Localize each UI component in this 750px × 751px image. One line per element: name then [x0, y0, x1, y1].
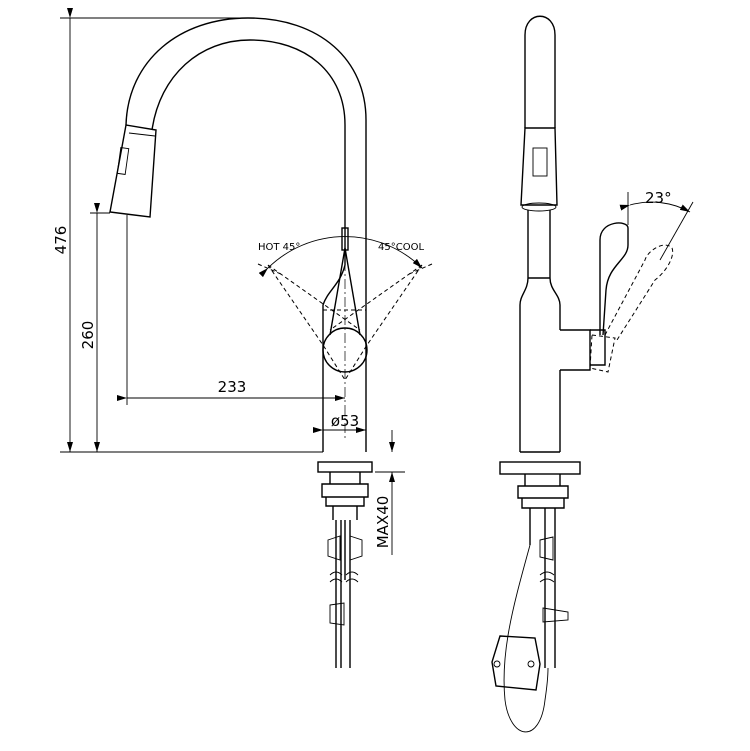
- sprayer-head: [109, 124, 157, 218]
- base-plate: [317, 461, 373, 473]
- lever-dashed: [589, 244, 674, 373]
- dim-260: 260: [79, 321, 97, 350]
- side-spout: [524, 15, 556, 128]
- hose-loop: [503, 544, 549, 733]
- dim-23-degrees: 23°: [645, 189, 672, 207]
- front-view: [109, 17, 433, 668]
- label-hot: HOT 45°: [258, 242, 300, 253]
- side-sprayer-head: [520, 127, 558, 206]
- dim-233: 233: [218, 378, 247, 396]
- side-view: 23°: [491, 15, 694, 733]
- lever: [590, 222, 629, 366]
- label-cool: 45°COOL: [378, 242, 424, 253]
- dim-diameter-53: ø53: [331, 412, 359, 430]
- spout-outer: [125, 17, 367, 300]
- side-base-plate: [499, 461, 581, 475]
- dim-max40: MAX40: [374, 496, 392, 549]
- front-dimensions: 476 260 233 ø53 MAX40 HOT 45° 45°COOL: [52, 8, 424, 555]
- dim-476: 476: [52, 226, 70, 255]
- spout-inner: [151, 39, 346, 240]
- counterweight: [491, 635, 541, 691]
